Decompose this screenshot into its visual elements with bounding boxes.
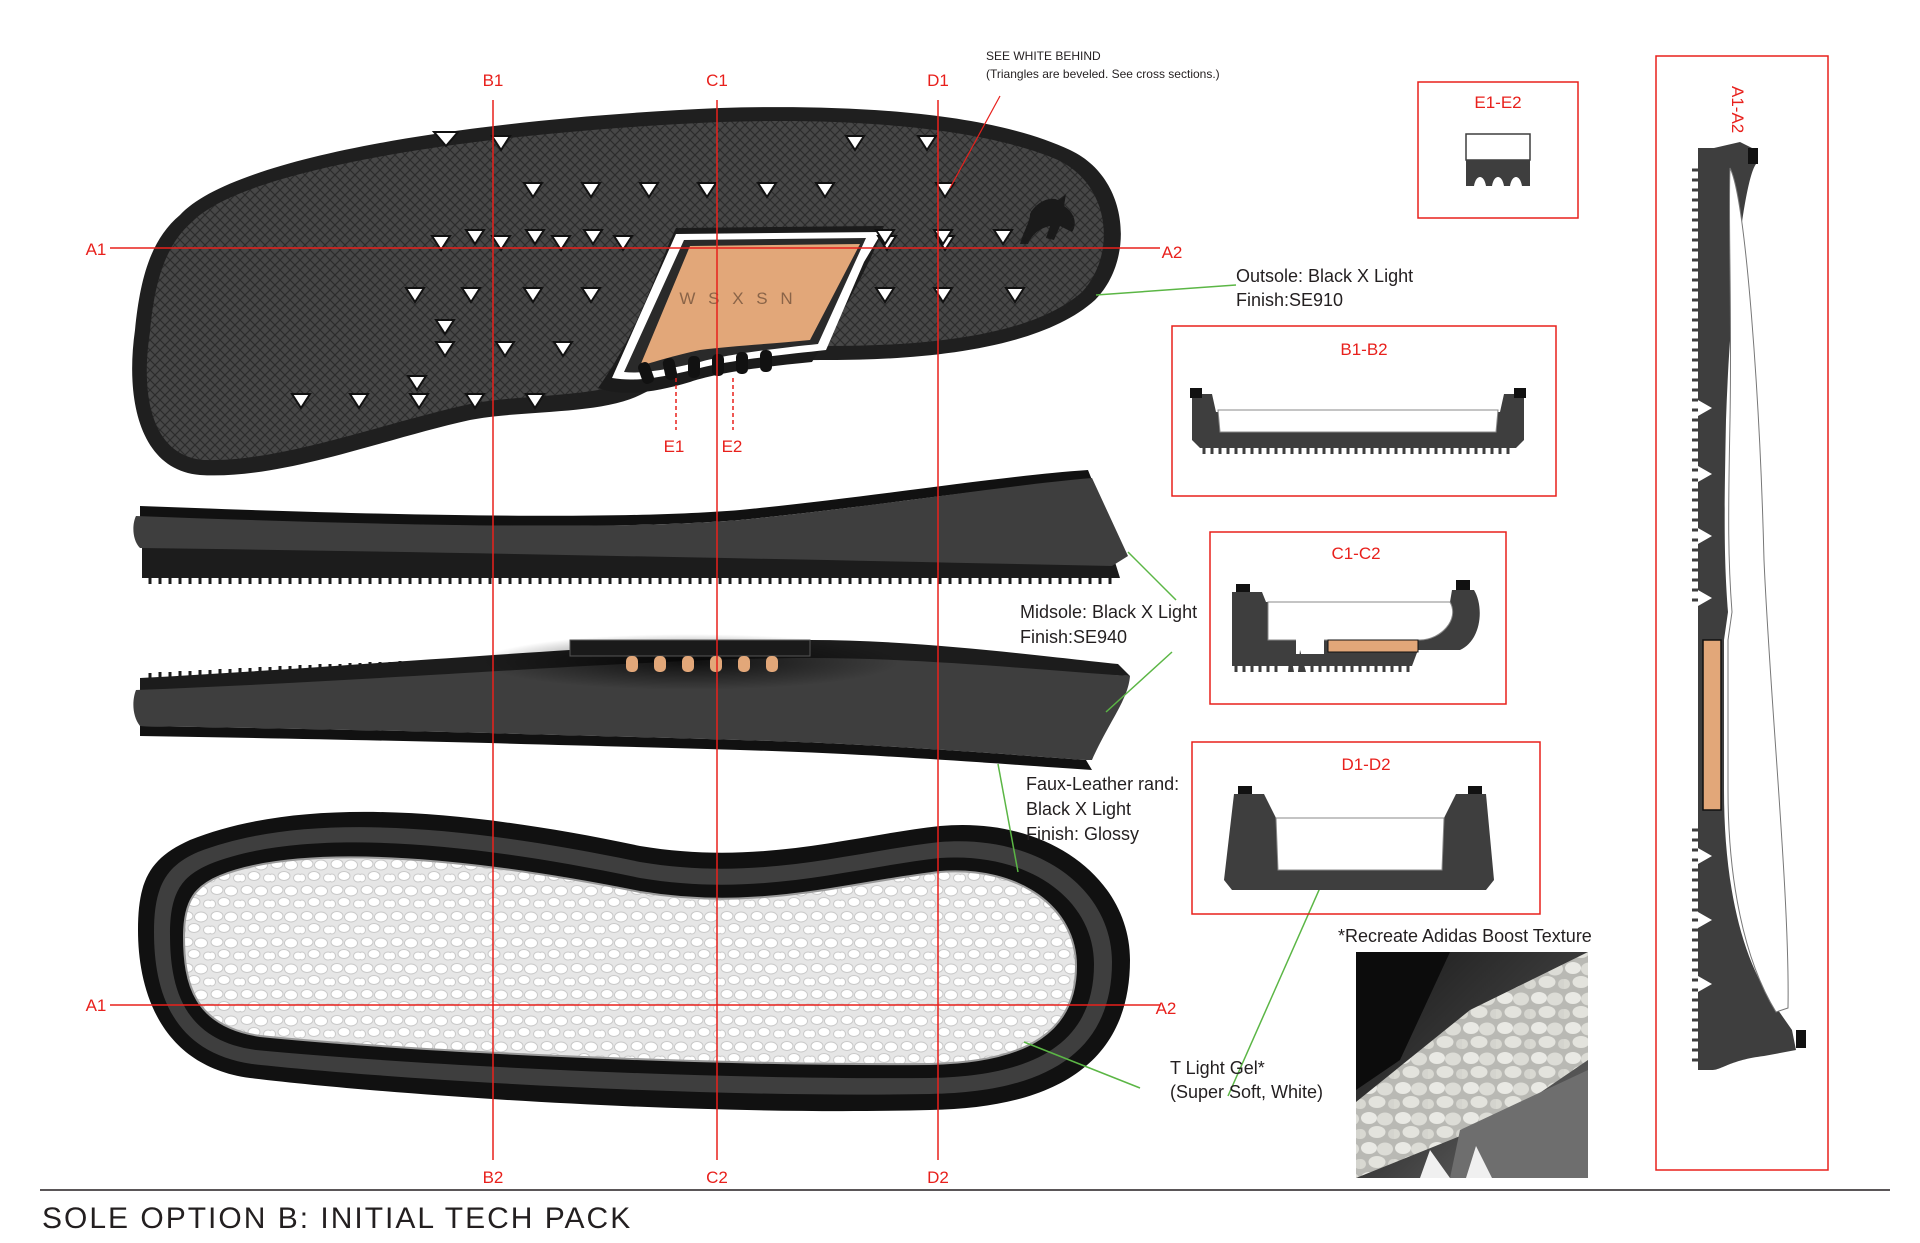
gel-note-line1: T Light Gel* — [1170, 1058, 1265, 1078]
rand-note-line2: Black X Light — [1026, 799, 1131, 819]
label-e2: E2 — [722, 437, 743, 456]
outsole-view: W S X S N — [132, 107, 1121, 476]
outsole-note-line2: Finish:SE910 — [1236, 290, 1343, 310]
horse-logo — [1020, 194, 1075, 244]
label-a1-top: A1 — [86, 240, 107, 259]
section-d1d2-title: D1-D2 — [1341, 755, 1390, 774]
midsole-2-cork-pegs — [626, 656, 778, 672]
outsole-note-line1: Outsole: Black X Light — [1236, 266, 1413, 286]
arch-pegs — [638, 350, 772, 384]
cork-insert — [640, 244, 860, 366]
midsole-2-cork-plate — [569, 639, 811, 657]
midsole-note-line2: Finish:SE940 — [1020, 627, 1127, 647]
see-white-note-line1: SEE WHITE BEHIND — [986, 49, 1101, 63]
midsole-1-bottom-edge — [142, 544, 1120, 578]
insole-view — [138, 811, 1130, 1112]
midsole-1-teeth — [148, 578, 1112, 584]
midsole-side-view-1 — [133, 470, 1129, 584]
section-c1c2-panel: C1-C2 — [1209, 531, 1507, 705]
boost-reference-photo — [1356, 952, 1588, 1178]
a1a2-teeth — [1692, 168, 1698, 1062]
callouts: SEE WHITE BEHIND (Triangles are beveled.… — [986, 49, 1592, 1102]
midsole-1-body — [133, 478, 1129, 566]
section-b1b2-panel: B1-B2 — [1171, 325, 1557, 497]
rand-note-line1: Faux-Leather rand: — [1026, 774, 1179, 794]
rand-note-line3: Finish: Glossy — [1026, 824, 1139, 844]
tread-triangles — [290, 131, 1026, 410]
midsole-2-bottom-edge — [140, 726, 1092, 770]
label-a2-bottom: A2 — [1156, 999, 1177, 1018]
section-d1d2-panel: D1-D2 — [1191, 741, 1541, 915]
boost-texture-note: *Recreate Adidas Boost Texture — [1338, 926, 1592, 946]
section-lines — [110, 100, 1160, 1160]
section-a1a2-title: A1-A2 — [1728, 86, 1747, 133]
section-a1a2-panel: A1-A2 — [1655, 55, 1829, 1171]
section-e1e2-title: E1-E2 — [1474, 93, 1521, 112]
label-c1: C1 — [706, 71, 728, 90]
label-a1-bottom: A1 — [86, 996, 107, 1015]
label-b1: B1 — [483, 71, 504, 90]
label-d1: D1 — [927, 71, 949, 90]
midsole-2-body — [133, 658, 1131, 760]
label-a2-top: A2 — [1162, 243, 1183, 262]
a1a2-profile-shell — [1698, 142, 1796, 1070]
label-c2: C2 — [706, 1168, 728, 1187]
midsole-note-line1: Midsole: Black X Light — [1020, 602, 1197, 622]
see-white-note-line2: (Triangles are beveled. See cross sectio… — [986, 67, 1220, 81]
midsole-side-view-2 — [133, 634, 1131, 770]
section-labels: B1 C1 D1 B2 C2 D2 A1 A2 A1 A2 E1 E2 — [86, 71, 1183, 1187]
brand-mark: W S X S N — [679, 289, 796, 308]
gel-insole — [182, 856, 1078, 1066]
section-c1c2-title: C1-C2 — [1331, 544, 1380, 563]
a1a2-profile-white — [1727, 167, 1789, 1013]
gel-note-line2: (Super Soft, White) — [1170, 1082, 1323, 1102]
label-e1: E1 — [664, 437, 685, 456]
outsole-tread — [146, 121, 1104, 461]
page-title: SOLE OPTION B: INITIAL TECH PACK — [42, 1202, 632, 1235]
a1a2-cork — [1702, 639, 1722, 811]
section-b1b2-title: B1-B2 — [1340, 340, 1387, 359]
label-b2: B2 — [483, 1168, 504, 1187]
a1a2-triangle-cuts — [1698, 400, 1712, 992]
section-e1e2-panel: E1-E2 — [1417, 81, 1579, 219]
label-d2: D2 — [927, 1168, 949, 1187]
